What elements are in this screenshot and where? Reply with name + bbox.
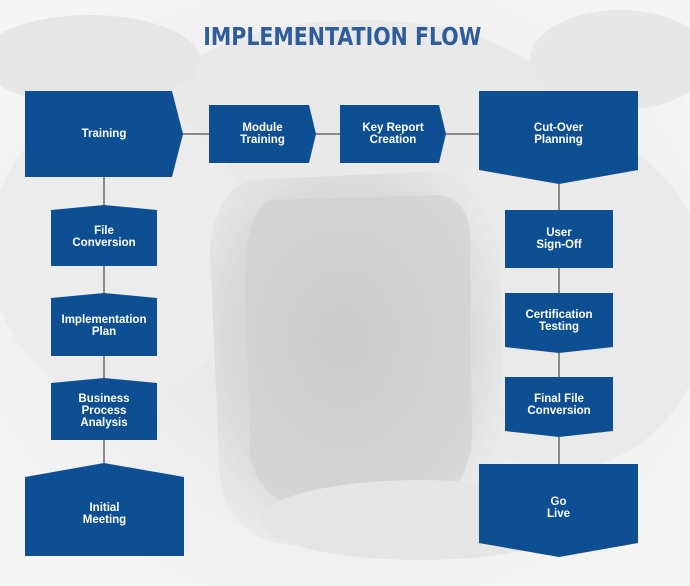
shape-file-conversion [51,205,157,266]
node-label: User Sign-Off [536,227,582,251]
node-final-file-conversion: Final File Conversion [505,377,613,433]
shape-user-sign-off [505,210,613,268]
node-label: File Conversion [72,225,136,249]
shape-implementation-plan [51,293,157,356]
node-key-report-creation: Key Report Creation [340,105,446,163]
node-certification-testing: Certification Testing [505,293,613,349]
shape-certification-testing [505,293,613,353]
node-label: Key Report Creation [362,122,424,146]
shape-training [25,91,183,177]
shape-cut-over-planning [479,91,638,184]
node-implementation-plan: Implementation Plan [51,296,157,356]
shape-business-process-analysis [51,378,157,440]
shape-initial-meeting [25,463,184,556]
diagram-title: IMPLEMENTATION FLOW [203,22,482,51]
node-module-training: Module Training [209,105,316,163]
node-label: Implementation Plan [61,314,147,338]
shape-key-report-creation [340,105,446,163]
node-file-conversion: File Conversion [51,208,157,266]
node-label: Training [81,128,127,140]
node-label: Business Process Analysis [78,392,130,429]
node-label: Initial Meeting [82,502,127,526]
node-label: Certification Testing [525,309,593,333]
node-label: Cut-Over Planning [533,122,584,146]
node-business-process-analysis: Business Process Analysis [51,381,157,440]
shape-go-live [479,464,638,557]
node-go-live: Go Live [479,464,638,552]
node-cut-over-planning: Cut-Over Planning [479,91,638,177]
node-label: Final File Conversion [527,393,591,417]
node-initial-meeting: Initial Meeting [25,472,184,556]
node-user-sign-off: User Sign-Off [505,210,613,268]
node-training: Training [25,91,183,177]
node-label: Module Training [240,122,285,146]
shape-module-training [209,105,316,163]
node-label: Go Live [546,496,570,520]
shape-final-file-conversion [505,377,613,437]
